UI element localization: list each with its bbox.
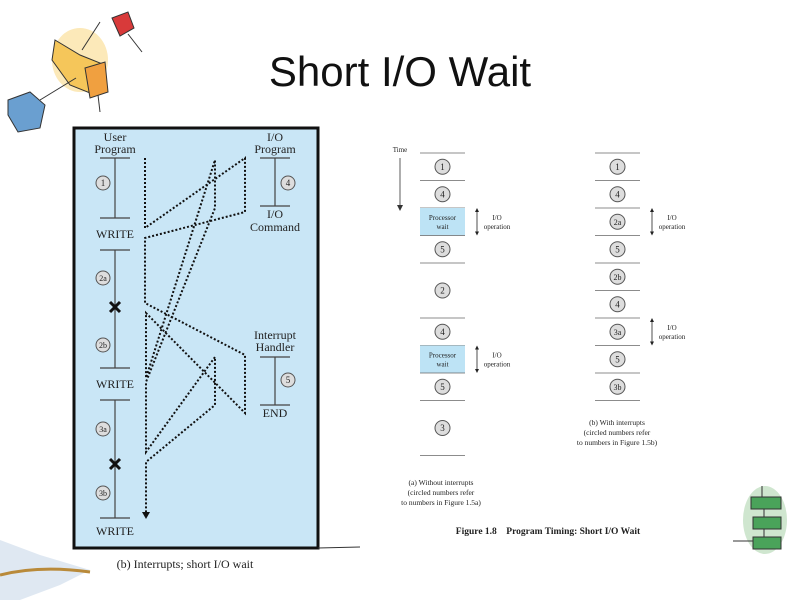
timing-step-label: 5 (615, 244, 620, 254)
arrow-up-icon (650, 208, 654, 212)
io-operation-label: operation (659, 223, 686, 231)
timing-step-circle (609, 213, 626, 230)
timing-step-circle (609, 268, 626, 285)
interrupt-handler-label: Interrupt (254, 328, 297, 342)
column-a-caption: (circled numbers refer (408, 488, 475, 497)
io-operation-label: I/O (667, 214, 676, 222)
timing-step-circle (434, 378, 451, 395)
write-label: WRITE (96, 377, 134, 391)
timing-step-label: 1 (440, 162, 445, 172)
interrupt-x-icon (108, 457, 122, 471)
io-program-label: Program (254, 142, 296, 156)
timing-step-label: 2b (614, 273, 622, 282)
processor-wait-label: Processor (429, 351, 457, 359)
timing-step-label: 1 (615, 162, 620, 172)
panel-caption: (b) Interrupts; short I/O wait (117, 557, 254, 571)
write-label: WRITE (96, 524, 134, 538)
step-circle-2b: 2b (99, 341, 107, 350)
column-b-caption: (circled numbers refer (584, 428, 651, 437)
timing-step-circle (434, 323, 451, 340)
end-label: END (263, 406, 288, 420)
processor-wait-block (420, 208, 465, 236)
column-a-caption: to numbers in Figure 1.5a) (401, 498, 481, 507)
arrow-up-icon (650, 318, 654, 322)
io-operation-label: operation (484, 223, 511, 231)
step-circle-3a: 3a (99, 425, 107, 434)
arrow-down-icon (650, 231, 654, 236)
io-operation-label: I/O (492, 214, 501, 222)
timing-step-label: 3a (614, 328, 622, 337)
timing-step-label: 5 (440, 382, 445, 392)
timing-step-label: 4 (440, 189, 445, 199)
time-label: Time (393, 146, 408, 154)
timing-step-circle (609, 241, 626, 258)
timing-step-circle (609, 351, 626, 368)
timing-step-label: 5 (615, 354, 620, 364)
processor-wait-label: Processor (429, 214, 457, 222)
step-circle-2a: 2a (99, 274, 107, 283)
column-b-caption: to numbers in Figure 1.5b) (577, 438, 658, 447)
io-operation-label: operation (659, 333, 686, 341)
interrupt-x-icon (108, 300, 122, 314)
cubes-clipart-icon (7, 11, 143, 133)
step-circle-4: 4 (286, 178, 291, 188)
arrow-down-icon (650, 341, 654, 346)
timing-step-label: 3b (614, 383, 622, 392)
arrow-down-icon (475, 231, 479, 236)
interrupt-handler-label: Handler (256, 340, 295, 354)
io-operation-label: operation (484, 360, 511, 368)
arrow-up-icon (475, 345, 479, 350)
io-command-label: I/O (267, 207, 283, 221)
timing-step-circle (609, 296, 626, 313)
write-label: WRITE (96, 227, 134, 241)
program-timing-figure: Time 14ProcessorwaitI/Ooperation524Proce… (393, 146, 686, 537)
hand-clipart-icon (0, 540, 91, 600)
timing-step-label: 4 (615, 189, 620, 199)
io-program-label: I/O (267, 130, 283, 144)
io-operation-label: I/O (492, 351, 501, 359)
column-b-caption: (b) With interrupts (589, 418, 645, 427)
arrow-up-icon (475, 208, 479, 212)
timing-column-without-interrupts: 14ProcessorwaitI/Ooperation524Processorw… (420, 152, 511, 456)
timing-step-circle (609, 186, 626, 203)
timing-step-circle (434, 158, 451, 175)
timing-step-label: 3 (440, 423, 445, 433)
timing-step-circle (434, 420, 451, 436)
figure-caption: Figure 1.8 Program Timing: Short I/O Wai… (456, 527, 641, 537)
arrow-down-icon (142, 512, 150, 519)
io-operation-label: I/O (667, 324, 676, 332)
timing-step-label: 4 (615, 299, 620, 309)
processor-wait-label: wait (436, 360, 448, 368)
timing-step-label: 4 (440, 327, 445, 337)
time-arrow-icon (397, 205, 403, 211)
timing-step-label: 5 (440, 244, 445, 254)
timing-step-circle (434, 241, 451, 258)
flowchart-clipart-icon (733, 486, 787, 554)
io-command-label: Command (250, 220, 300, 234)
timing-step-label: 2 (440, 286, 445, 296)
user-program-label: Program (94, 142, 136, 156)
slide-title: Short I/O Wait (268, 48, 532, 95)
control-flow-path (144, 156, 246, 512)
timing-step-circle (609, 323, 626, 340)
step-circle-1: 1 (101, 178, 106, 188)
user-program-label: User (104, 130, 127, 144)
column-a-caption: (a) Without interrupts (409, 478, 474, 487)
step-circle-5: 5 (286, 375, 291, 385)
timing-step-circle (434, 282, 451, 299)
processor-wait-block (420, 345, 465, 373)
processor-wait-label: wait (436, 223, 448, 231)
timing-step-circle (609, 378, 626, 395)
interrupts-short-io-panel: User Program I/O Program I/O Command Int… (72, 126, 361, 571)
timing-step-label: 2a (614, 218, 622, 227)
arrow-down-icon (475, 369, 479, 373)
step-circle-3b: 3b (99, 489, 107, 498)
timing-step-circle (434, 186, 451, 203)
timing-step-circle (609, 158, 626, 175)
